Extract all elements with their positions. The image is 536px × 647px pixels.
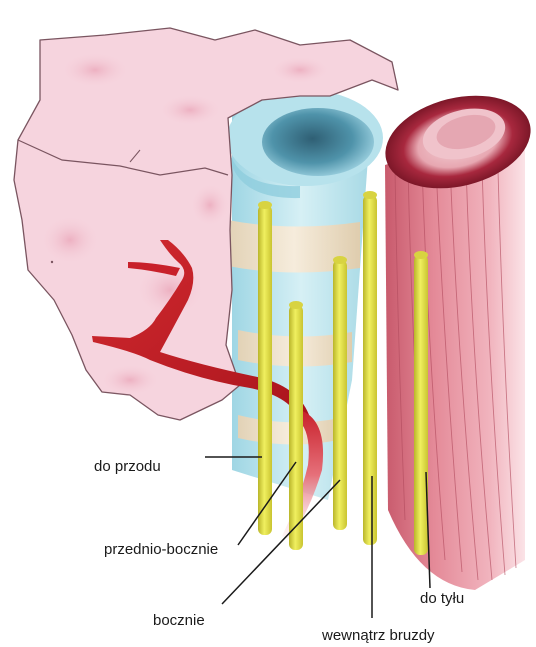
nerve-root — [333, 256, 347, 530]
nerve-root — [258, 201, 272, 535]
nerve-root — [363, 191, 377, 545]
label-lateral: bocznie — [153, 612, 205, 630]
muscle-tube — [376, 81, 536, 590]
label-anterolateral: przednio-bocznie — [104, 541, 218, 559]
central-column — [227, 90, 383, 500]
label-front: do przodu — [94, 458, 161, 476]
label-back: do tyłu — [420, 590, 464, 608]
label-inside-groove: wewnątrz bruzdy — [322, 627, 435, 645]
nerve-root — [289, 301, 303, 550]
nerve-root — [414, 251, 428, 555]
